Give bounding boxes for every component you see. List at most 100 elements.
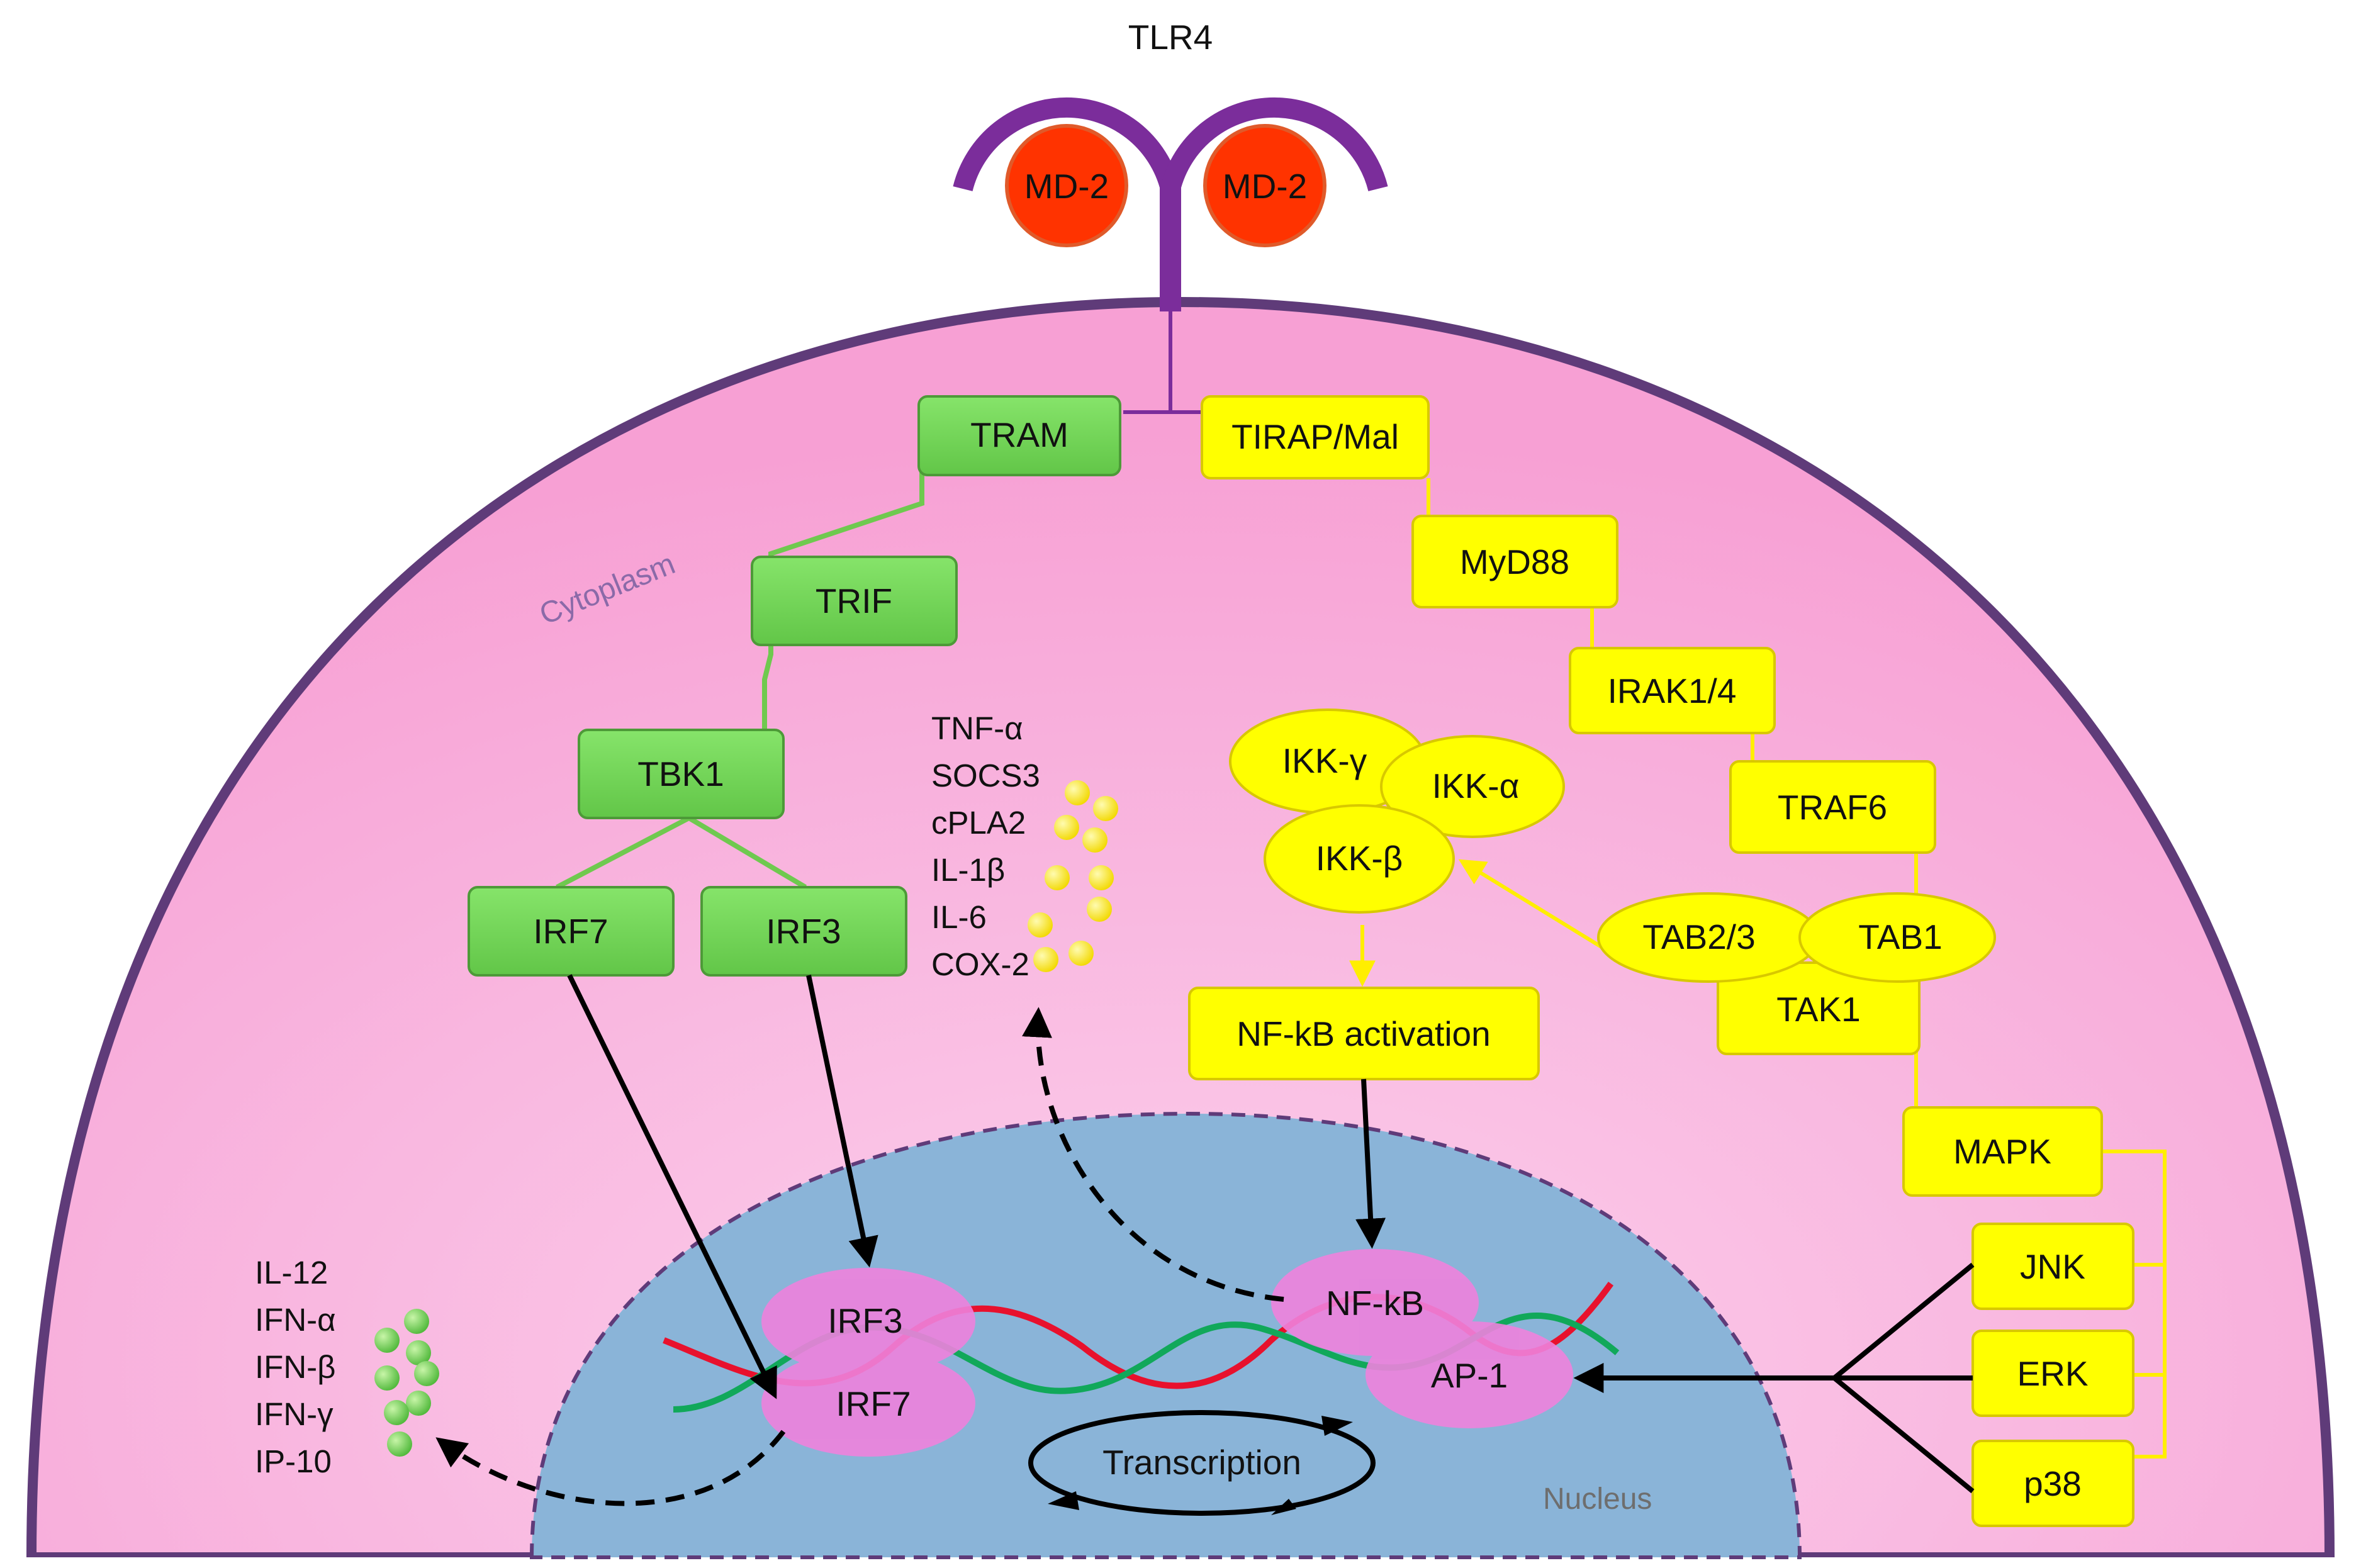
- adapter-junction: [1123, 311, 1202, 414]
- irf3-nuclear-label: IRF3: [827, 1301, 902, 1340]
- irf3-nuclear-ellipse: [761, 1268, 975, 1375]
- yellow-product-item: TNF-α: [931, 710, 1023, 746]
- ikk-gamma-label: IKK-γ: [1282, 741, 1367, 780]
- yellow-product-dots: [1028, 780, 1118, 972]
- secretion-arrows: [435, 1007, 1284, 1506]
- cell: [26, 296, 2335, 1557]
- tlr4-left-arm: [953, 97, 1180, 191]
- ap1-nuclear-label: AP-1: [1431, 1356, 1508, 1395]
- tirap-label: TIRAP/Mal: [1231, 417, 1399, 456]
- transcription-cycle: [1028, 1410, 1376, 1516]
- ap1-nuclear-ellipse: [1366, 1321, 1573, 1428]
- ikk-beta-ellipse: [1264, 804, 1455, 914]
- irak-box: [1569, 647, 1776, 734]
- tram-label: TRAM: [970, 415, 1068, 454]
- myd88-label: MyD88: [1460, 542, 1569, 581]
- traf6-box: [1729, 760, 1936, 854]
- md2-left: [1005, 124, 1128, 247]
- tlr4-label: TLR4: [1128, 18, 1213, 57]
- ikk-complex: [1229, 708, 1565, 914]
- yellow-dot: [1087, 897, 1112, 922]
- irf7-label: IRF7: [533, 912, 608, 951]
- nfkb-secretion-arrow: [1022, 1007, 1284, 1302]
- trif-box: [751, 556, 958, 646]
- green-dot: [387, 1431, 412, 1457]
- nfkb-nuclear-label: NF-kB: [1326, 1284, 1424, 1323]
- yellow-dot: [1065, 780, 1090, 805]
- ikk-alpha-ellipse: [1380, 735, 1565, 838]
- green-product-dots: [374, 1309, 439, 1457]
- md2-left-label: MD-2: [1024, 167, 1109, 206]
- tlr4-stem: [1160, 182, 1181, 311]
- yellow-product-item: SOCS3: [931, 758, 1040, 793]
- yellow-dot: [1033, 947, 1058, 972]
- yellow-product-item: IL-1β: [931, 852, 1005, 888]
- green-product-item: IFN-γ: [255, 1396, 334, 1432]
- yellow-product-item: COX-2: [931, 946, 1029, 982]
- md2-right: [1203, 124, 1326, 247]
- green-dot: [414, 1361, 439, 1386]
- yellow-dot: [1089, 865, 1114, 890]
- myd88-box: [1411, 515, 1618, 608]
- tlr4-right-arm: [1160, 97, 1388, 191]
- yellow-product-item: IL-6: [931, 899, 987, 935]
- md2-right-label: MD-2: [1223, 167, 1307, 206]
- erk-label: ERK: [2017, 1354, 2088, 1393]
- trif-label: TRIF: [816, 581, 892, 620]
- irf7-nuclear-label: IRF7: [836, 1384, 911, 1423]
- jnk-label: JNK: [2020, 1247, 2085, 1286]
- tab1-label: TAB1: [1858, 917, 1942, 956]
- green-product-item: IFN-α: [255, 1302, 336, 1338]
- nfkb-activation-label: NF-kB activation: [1237, 1014, 1490, 1053]
- tab23-label: TAB2/3: [1642, 917, 1755, 956]
- tbk1-box: [578, 729, 785, 819]
- green-dot: [384, 1400, 409, 1425]
- erk-box: [1971, 1330, 2134, 1417]
- translocation-arrows: [567, 974, 1975, 1494]
- tab1-ellipse: [1798, 892, 1996, 983]
- tlr4-receptor: [953, 97, 1388, 311]
- tirap-box: [1201, 395, 1430, 479]
- irf3-box: [700, 886, 907, 977]
- irak-label: IRAK1/4: [1608, 671, 1737, 710]
- mapk-box: [1902, 1106, 2103, 1197]
- yellow-dot: [1054, 815, 1079, 840]
- yellow-dot: [1093, 796, 1118, 821]
- nucleus-label: Nucleus: [1543, 1482, 1652, 1516]
- mapk-label: MAPK: [1953, 1132, 2051, 1171]
- transcription-arrows: [1048, 1416, 1353, 1515]
- tram-box: [917, 395, 1121, 476]
- green-dot: [374, 1328, 400, 1353]
- yellow-dot: [1028, 912, 1053, 938]
- yellow-dot: [1068, 941, 1094, 966]
- green-dot: [406, 1340, 431, 1365]
- transcription-label: Transcription: [1102, 1443, 1301, 1482]
- yellow-product-item: cPLA2: [931, 805, 1026, 841]
- irf3-label: IRF3: [766, 912, 841, 951]
- tak1-label: TAK1: [1776, 990, 1860, 1029]
- cytoplasm-region: [26, 296, 2335, 1557]
- yellow-dot: [1082, 827, 1108, 853]
- irf3-to-nucleus-arrow: [806, 975, 878, 1268]
- green-products-list: IL-12 IFN-α IFN-β IFN-γ IP-10: [255, 1255, 336, 1479]
- tbk1-label: TBK1: [637, 754, 724, 793]
- ikk-beta-label: IKK-β: [1316, 839, 1403, 878]
- irf-secretion-arrow: [435, 1430, 786, 1506]
- irf7-to-nucleus-arrow: [567, 974, 777, 1399]
- green-product-item: IL-12: [255, 1255, 328, 1291]
- traf6-label: TRAF6: [1778, 788, 1887, 827]
- green-product-item: IFN-β: [255, 1349, 335, 1385]
- nfkb-to-nucleus-arrow: [1355, 1078, 1386, 1249]
- irf7-nuclear-ellipse: [761, 1350, 975, 1457]
- green-product-item: IP-10: [255, 1443, 332, 1479]
- p38-label: p38: [2024, 1464, 2082, 1503]
- ikk-alpha-label: IKK-α: [1432, 766, 1520, 805]
- yellow-products-list: TNF-α SOCS3 cPLA2 IL-1β IL-6 COX-2: [931, 710, 1040, 982]
- green-dot: [374, 1365, 400, 1391]
- nuclear-factors: [761, 1249, 1573, 1457]
- p38-box: [1971, 1440, 2134, 1527]
- yellow-dot: [1045, 865, 1070, 890]
- green-dot: [404, 1309, 429, 1334]
- green-dot: [406, 1391, 431, 1416]
